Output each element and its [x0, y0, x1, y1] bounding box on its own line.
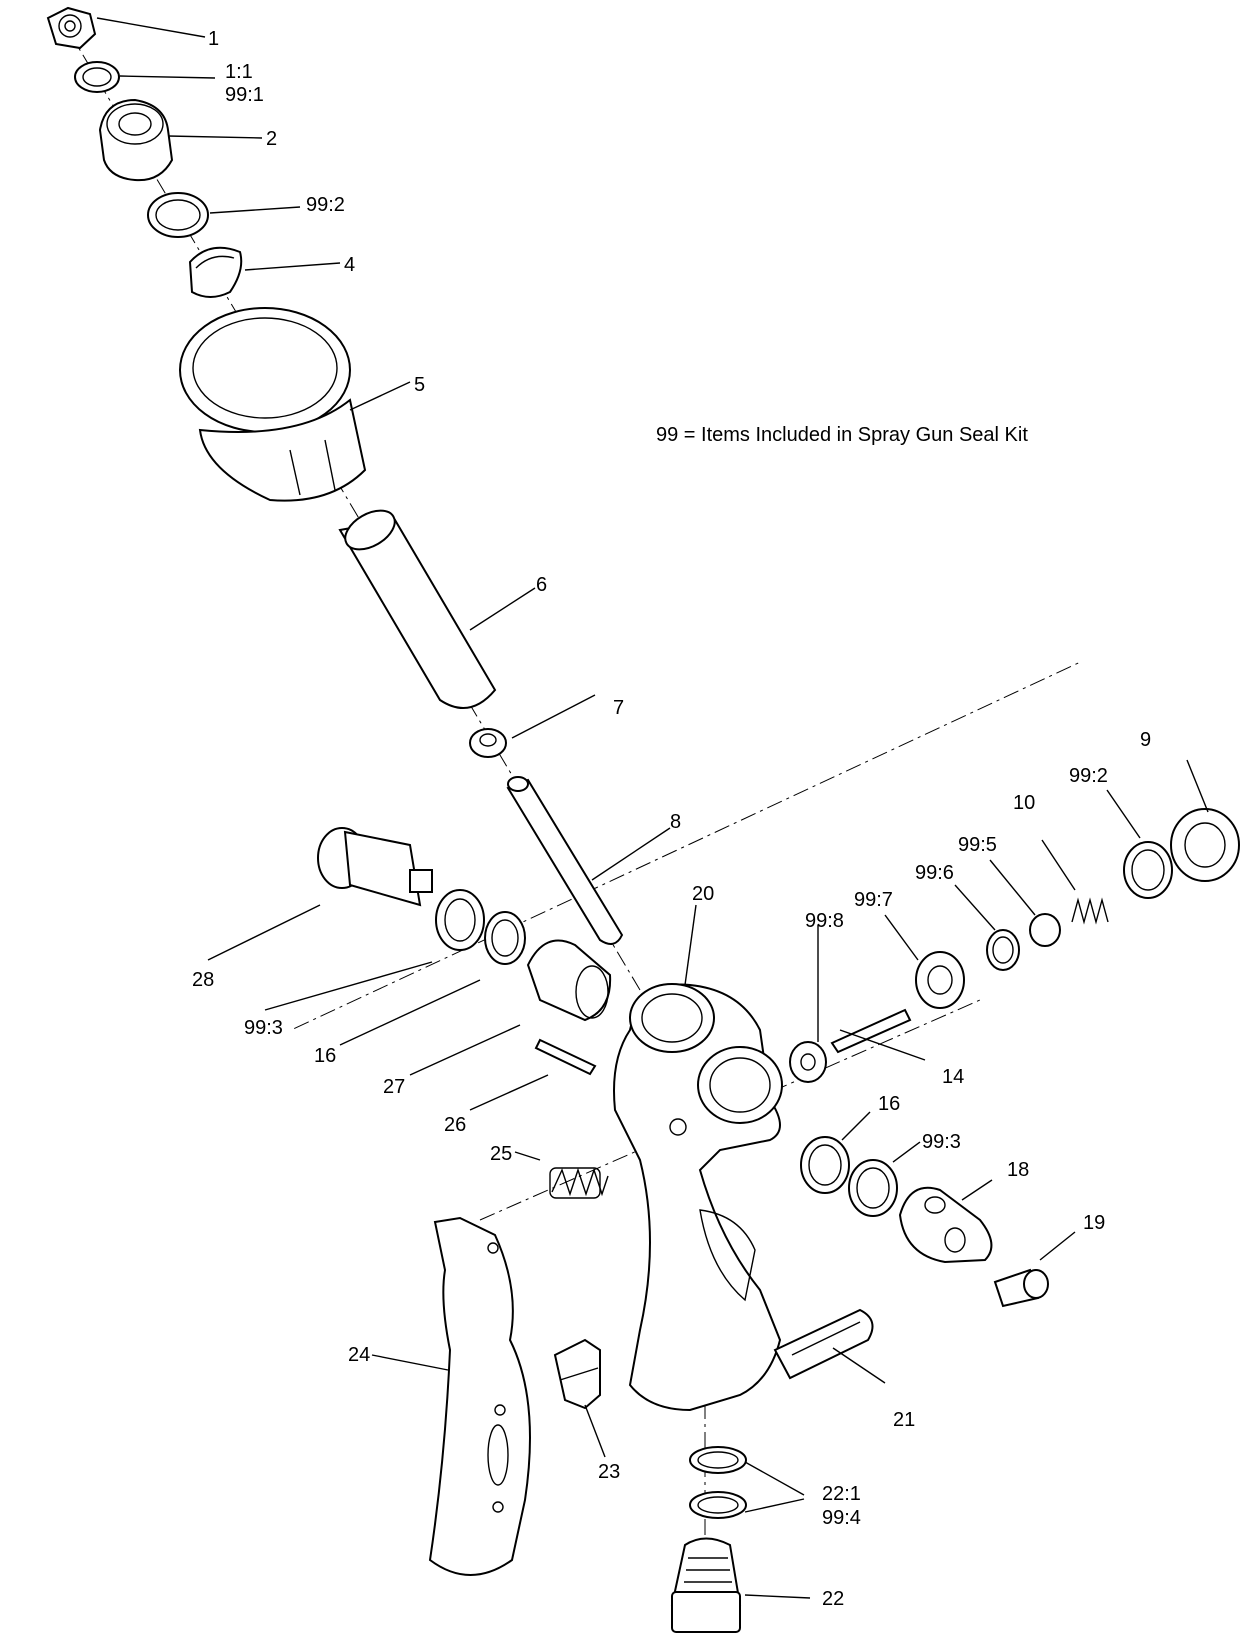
cross-axis — [294, 660, 1083, 1030]
part-1-nut — [46, 6, 97, 50]
part-22-1-seal-ring — [689, 1446, 747, 1474]
callout-99-1: 99:1 — [225, 84, 264, 106]
part-20-gun-body — [613, 983, 783, 1412]
callout-21: 21 — [893, 1409, 915, 1431]
part-99-6-seal-ring — [986, 929, 1020, 971]
part-14-pin — [830, 1008, 912, 1054]
part-99-5-seat — [1029, 913, 1061, 947]
part-10-spring — [1071, 897, 1109, 925]
part-22-fitting — [670, 1537, 742, 1633]
callout-22: 22 — [822, 1588, 844, 1610]
part-23-clip — [553, 1338, 601, 1410]
callout-99-2-top: 99:2 — [306, 194, 345, 216]
callout-10: 10 — [1013, 792, 1035, 814]
callout-1: 1 — [208, 28, 219, 50]
part-9-cap — [1170, 808, 1240, 882]
part-99-2-seal-ring — [147, 192, 209, 238]
part-26-pin — [534, 1038, 597, 1076]
part-16-seal-ring-right — [800, 1136, 850, 1194]
callout-19: 19 — [1083, 1212, 1105, 1234]
part-28-valve — [317, 827, 433, 907]
part-24-trigger — [428, 1216, 531, 1576]
part-99-3-seal-ring-left — [435, 889, 485, 951]
part-8-rod — [506, 776, 624, 945]
part-99-2-seal-ring-right — [1123, 841, 1173, 899]
callout-99-7: 99:7 — [854, 889, 893, 911]
seal-kit-note: 99 = Items Included in Spray Gun Seal Ki… — [656, 424, 1028, 446]
callout-99-5: 99:5 — [958, 834, 997, 856]
part-2-housing — [98, 98, 174, 182]
callout-20: 20 — [692, 883, 714, 905]
callout-16-right: 16 — [878, 1093, 900, 1115]
part-6-tube — [338, 509, 497, 709]
callout-99-4: 99:4 — [822, 1507, 861, 1529]
part-25-spring — [549, 1167, 609, 1199]
part-7-seat — [469, 728, 507, 758]
callout-1-1: 1:1 — [225, 61, 253, 83]
callout-99-3-right: 99:3 — [922, 1131, 961, 1153]
callout-7: 7 — [613, 697, 624, 719]
callout-99-6: 99:6 — [915, 862, 954, 884]
callout-99-8: 99:8 — [805, 910, 844, 932]
part-16-seal-ring-left — [484, 911, 526, 965]
part-18-trigger-latch — [898, 1186, 993, 1264]
part-5-cup — [179, 307, 367, 502]
callout-26: 26 — [444, 1114, 466, 1136]
callout-4: 4 — [344, 254, 355, 276]
part-19-screw — [993, 1268, 1049, 1308]
callout-6: 6 — [536, 574, 547, 596]
callout-27: 27 — [383, 1076, 405, 1098]
part-27-sleeve — [526, 939, 612, 1022]
callout-25: 25 — [490, 1143, 512, 1165]
part-4-clip — [188, 246, 243, 298]
part-99-4-seal-ring — [689, 1491, 747, 1519]
part-1-1-seal-ring — [74, 61, 120, 93]
callout-9: 9 — [1140, 729, 1151, 751]
callout-14: 14 — [942, 1066, 964, 1088]
callout-28: 28 — [192, 969, 214, 991]
callout-24: 24 — [348, 1344, 370, 1366]
part-99-3-seal-ring-right — [848, 1159, 898, 1217]
callout-18: 18 — [1007, 1159, 1029, 1181]
callout-99-2-right: 99:2 — [1069, 765, 1108, 787]
callout-5: 5 — [414, 374, 425, 396]
callout-99-3-left: 99:3 — [244, 1017, 283, 1039]
callout-8: 8 — [670, 811, 681, 833]
part-99-8-bushing — [789, 1041, 827, 1083]
callout-22-1: 22:1 — [822, 1483, 861, 1505]
leader-lines — [96, 17, 1209, 1599]
callout-2: 2 — [266, 128, 277, 150]
part-99-7-seal-housing — [915, 951, 965, 1009]
callout-23: 23 — [598, 1461, 620, 1483]
callout-16-left: 16 — [314, 1045, 336, 1067]
part-21-trigger-guard — [773, 1308, 874, 1380]
callout-labels: 1 1:1 99:1 2 99:2 4 5 6 7 8 20 9 99:2 10… — [192, 28, 1151, 1610]
